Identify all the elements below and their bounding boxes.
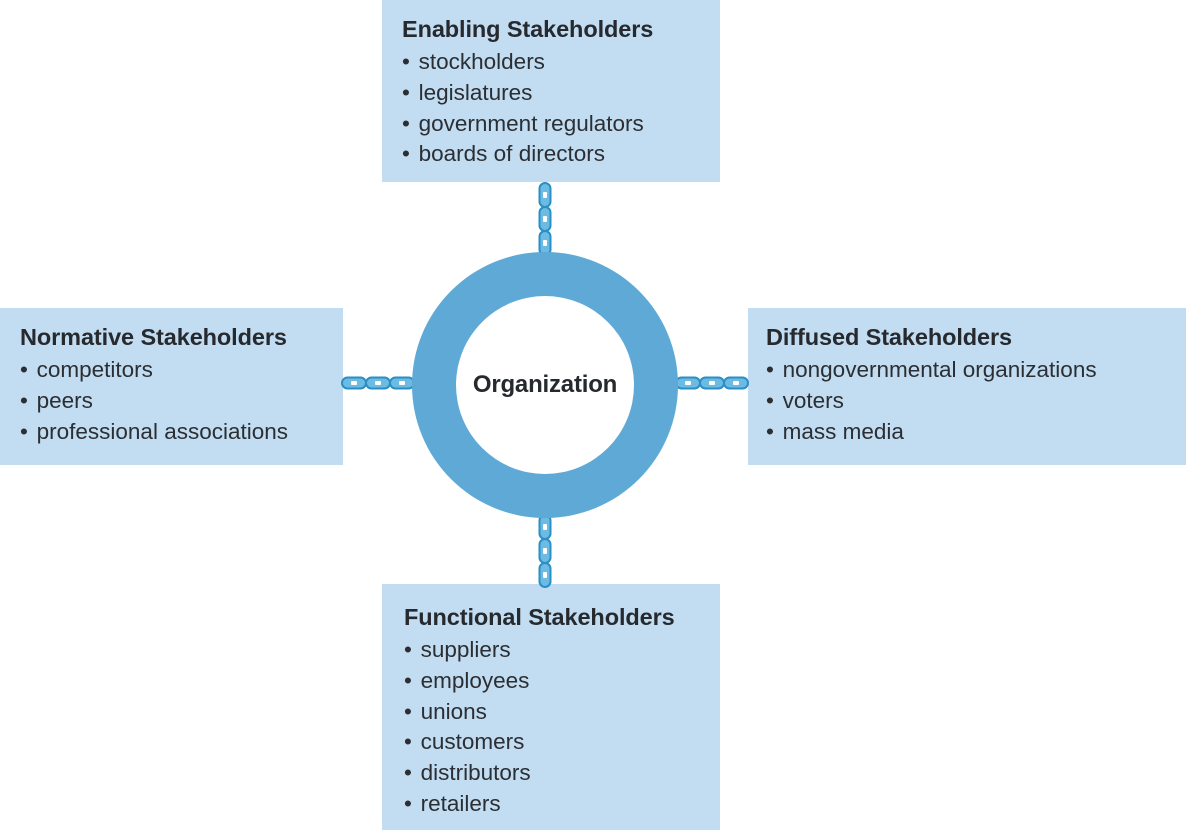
box-list-diffused: nongovernmental organizations voters mas… xyxy=(766,355,1168,447)
center-ring: Organization xyxy=(412,252,678,518)
list-item: competitors xyxy=(20,355,325,386)
box-title-diffused: Diffused Stakeholders xyxy=(766,324,1013,350)
box-list-enabling: stockholders legislatures government reg… xyxy=(402,47,702,170)
list-item: boards of directors xyxy=(402,139,702,170)
box-title-enabling: Enabling Stakeholders xyxy=(402,16,654,42)
list-item: distributors xyxy=(404,758,702,789)
box-list-functional: suppliers employees unions customers dis… xyxy=(404,635,702,820)
stakeholder-box-diffused: Diffused Stakeholders nongovernmental or… xyxy=(748,308,1186,465)
chain-link-icon-top xyxy=(538,182,552,256)
list-item: government regulators xyxy=(402,109,702,140)
list-item: legislatures xyxy=(402,78,702,109)
list-item: mass media xyxy=(766,417,1168,448)
stakeholder-box-enabling: Enabling Stakeholders stockholders legis… xyxy=(382,0,720,182)
list-item: retailers xyxy=(404,789,702,820)
list-item: unions xyxy=(404,697,702,728)
center-ring-inner: Organization xyxy=(456,296,634,474)
list-item: voters xyxy=(766,386,1168,417)
list-item: nongovernmental organizations xyxy=(766,355,1168,386)
list-item: professional associations xyxy=(20,417,325,448)
list-item: employees xyxy=(404,666,702,697)
list-item: stockholders xyxy=(402,47,702,78)
box-title-functional: Functional Stakeholders xyxy=(404,604,675,630)
stakeholder-box-normative: Normative Stakeholders competitors peers… xyxy=(0,308,343,465)
box-list-normative: competitors peers professional associati… xyxy=(20,355,325,447)
list-item: customers xyxy=(404,727,702,758)
center-label: Organization xyxy=(472,371,618,398)
chain-link-icon-bottom xyxy=(538,514,552,588)
chain-link-icon-right xyxy=(675,376,749,390)
list-item: suppliers xyxy=(404,635,702,666)
chain-link-icon-left xyxy=(341,376,415,390)
list-item: peers xyxy=(20,386,325,417)
box-title-normative: Normative Stakeholders xyxy=(20,324,287,350)
stakeholder-box-functional: Functional Stakeholders suppliers employ… xyxy=(382,584,720,830)
